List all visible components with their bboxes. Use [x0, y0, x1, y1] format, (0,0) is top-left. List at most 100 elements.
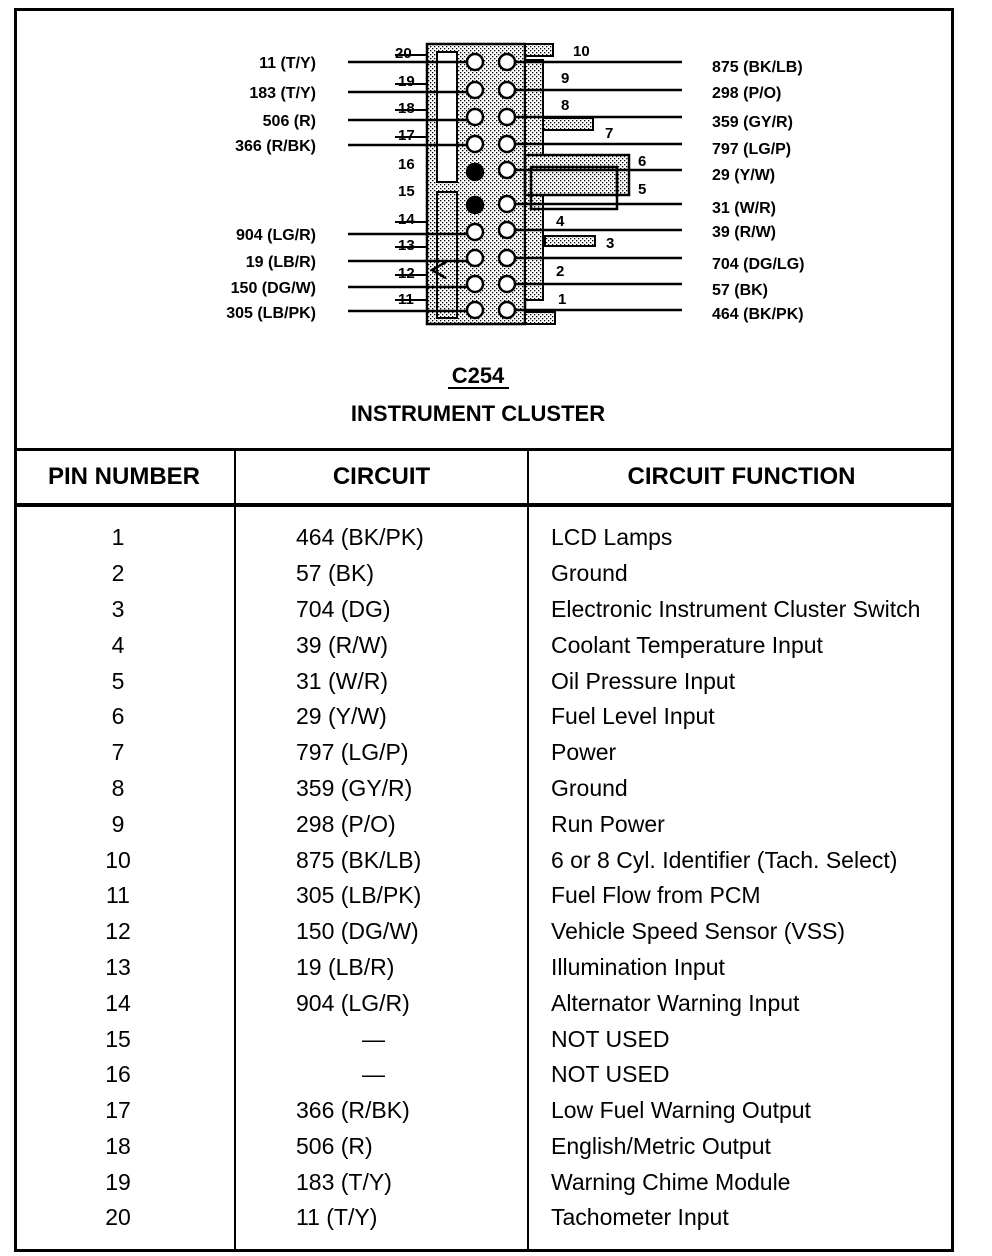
pin-19-hole — [465, 80, 485, 100]
left-pin-14: 14 — [398, 211, 415, 228]
right-label-pin-3: 704 (DG/LG) — [712, 256, 804, 273]
circuit-function-cell: NOT USED — [527, 1057, 954, 1094]
circuit-function-cell: Run Power — [527, 806, 954, 843]
circuit-cell: — — [234, 1057, 528, 1094]
circuit-function-cell: Ground — [527, 771, 954, 807]
circuit-cell: 298 (P/O) — [234, 806, 528, 843]
circuit-function-cell: NOT USED — [527, 1021, 954, 1058]
left-label-pin-18: 506 (R) — [263, 113, 316, 130]
left-label-pin-12: 19 (LB/R) — [246, 254, 316, 271]
left-pin-20: 20 — [395, 45, 412, 62]
pin-8-shell — [542, 117, 594, 131]
pin-15-hole — [465, 195, 485, 215]
pin-number-cell: 6 — [111, 703, 125, 730]
circuit-function-cell: Ground — [527, 556, 954, 593]
right-pin-7: 7 — [605, 125, 613, 142]
circuit-cell: 797 (LG/P) — [234, 735, 528, 772]
right-pin-5: 5 — [638, 181, 646, 198]
circuit-function-cell: Power — [527, 735, 954, 772]
connector-id: C254 — [452, 363, 505, 388]
right-pin-3: 3 — [606, 235, 614, 252]
right-label-pin-5: 31 (W/R) — [712, 200, 776, 217]
circuit-cell: 875 (BK/LB) — [234, 842, 528, 879]
right-label-pin-1: 464 (BK/PK) — [712, 306, 804, 323]
table-row: 13 19 (LB/R)Illumination Input — [14, 949, 954, 986]
pin-18-hole — [465, 107, 485, 127]
pin-10-hole — [497, 52, 517, 72]
circuit-function-cell: Alternator Warning Input — [527, 985, 954, 1022]
circuit-function-cell: Illumination Input — [527, 949, 954, 986]
connector-tab-top — [524, 43, 554, 57]
circuit-function-cell: English/Metric Output — [527, 1128, 954, 1165]
pin-3-hole — [497, 248, 517, 268]
pin-holes — [465, 52, 517, 320]
pin-number-cell: 12 — [105, 918, 131, 945]
pin-4-hole — [497, 220, 517, 240]
right-label-pin-10: 875 (BK/LB) — [712, 59, 803, 76]
circuit-cell: 31 (W/R) — [234, 663, 528, 700]
table-row: 1 464 (BK/PK)LCD Lamps — [14, 505, 954, 557]
table-row: 16—NOT USED — [14, 1057, 954, 1094]
circuit-cell: 305 (LB/PK) — [234, 878, 528, 915]
pin-6-hole — [497, 160, 517, 180]
pin-number-cell: 13 — [105, 953, 131, 980]
circuit-function-cell: Tachometer Input — [527, 1200, 954, 1252]
circuit-cell: 704 (DG) — [234, 592, 528, 628]
right-pin-9: 9 — [561, 70, 569, 87]
table-row: 18 506 (R)English/Metric Output — [14, 1128, 954, 1165]
left-label-pin-11: 150 (DG/W) — [231, 280, 316, 297]
pin-14-hole — [465, 222, 485, 242]
pin-number-cell: 15 — [105, 1025, 131, 1052]
pin-number-cell: 7 — [111, 739, 125, 766]
right-label-pin-6: 29 (Y/W) — [712, 167, 775, 184]
right-pin-8: 8 — [561, 97, 569, 114]
right-label-pin-9: 298 (P/O) — [712, 85, 781, 102]
right-label-pin-2: 57 (BK) — [712, 282, 768, 299]
header-pin-number: PIN NUMBER — [14, 448, 235, 507]
connector-diagram: 20 19 18 17 16 15 14 13 12 11 11 (T/Y) 1… — [226, 42, 804, 426]
table-row: 7 797 (LG/P)Power — [14, 735, 954, 772]
pin-number-cell: 2 — [111, 560, 125, 587]
right-pin-1: 1 — [558, 291, 566, 308]
header-circuit-function: CIRCUIT FUNCTION — [527, 448, 954, 507]
left-pin-11: 11 — [398, 291, 414, 308]
pin-number-cell: 10 — [105, 846, 131, 873]
left-pin-16: 16 — [398, 156, 415, 173]
pin-8-hole — [497, 107, 517, 127]
left-pin-19: 19 — [398, 73, 415, 90]
pin-2-hole — [497, 274, 517, 294]
pin-number-cell: 14 — [105, 989, 131, 1016]
connector-latch-arrow — [429, 260, 447, 280]
pin-9-hole — [497, 80, 517, 100]
left-pin-12: 12 — [398, 265, 415, 282]
pin-11-hole — [465, 300, 485, 320]
circuit-function-cell: LCD Lamps — [527, 505, 954, 557]
circuit-cell: 464 (BK/PK) — [234, 505, 528, 557]
circuit-function-cell: Vehicle Speed Sensor (VSS) — [527, 914, 954, 950]
pin-3-shell — [544, 235, 596, 247]
table-header-row: PIN NUMBER CIRCUIT CIRCUIT FUNCTION — [14, 448, 954, 507]
pin-20-hole — [465, 52, 485, 72]
right-label-pin-4: 39 (R/W) — [712, 224, 776, 241]
right-pin-2: 2 — [556, 263, 564, 280]
circuit-function-cell: 6 or 8 Cyl. Identifier (Tach. Select) — [527, 842, 954, 879]
left-label-pin-19: 183 (T/Y) — [249, 85, 316, 102]
circuit-cell: 506 (R) — [234, 1128, 528, 1165]
circuit-function-cell: Fuel Flow from PCM — [527, 878, 954, 915]
right-pin-10: 10 — [573, 43, 590, 60]
pin-number-cell: 18 — [105, 1132, 131, 1159]
right-label-pin-7: 797 (LG/P) — [712, 141, 791, 158]
left-pin-13: 13 — [398, 237, 415, 254]
pin-number-cell: 1 — [111, 524, 125, 550]
left-label-bottom: 305 (LB/PK) — [226, 305, 316, 322]
connector-key-left-lower — [436, 191, 458, 319]
circuit-cell: 19 (LB/R) — [234, 949, 528, 986]
